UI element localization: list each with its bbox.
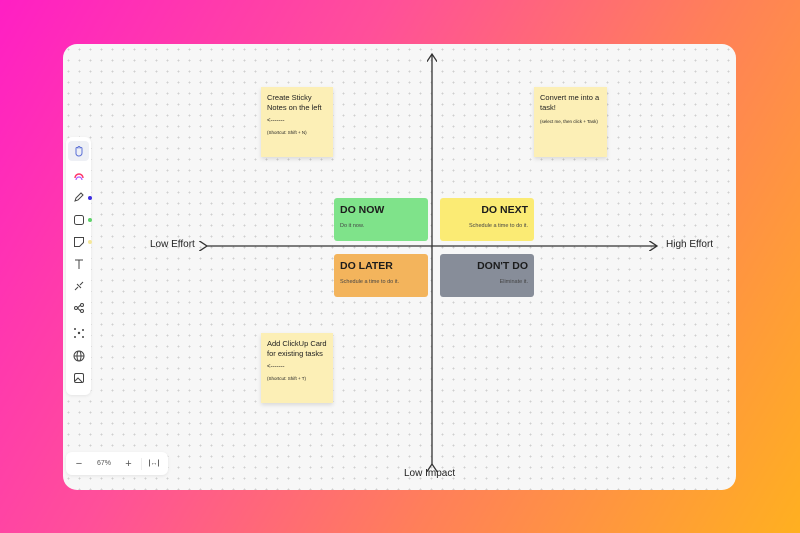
- image-icon[interactable]: [68, 368, 89, 388]
- sticky-note[interactable]: Convert me into a task! (select me, then…: [534, 87, 607, 157]
- pen-color-dot: [88, 196, 92, 200]
- connector-icon[interactable]: [68, 276, 89, 296]
- sticky-note[interactable]: Create Sticky Notes on the left <-------…: [261, 87, 333, 157]
- shape-icon[interactable]: [68, 210, 89, 230]
- more-icon[interactable]: [68, 323, 89, 343]
- quadrant-do-later[interactable]: DO LATER Schedule a time to do it.: [334, 254, 428, 297]
- hand-icon[interactable]: [68, 141, 89, 161]
- axis-label-right: High Effort: [666, 239, 714, 250]
- sticky-color-dot: [88, 240, 92, 244]
- fit-to-screen-button[interactable]: |↔|: [148, 460, 160, 467]
- quadrant-desc: Schedule a time to do it.: [468, 223, 528, 229]
- ai-icon[interactable]: [68, 165, 89, 185]
- axis-label-left: Low Effort: [150, 239, 195, 250]
- axes: [63, 44, 736, 490]
- quadrant-desc: Eliminate it.: [499, 279, 528, 285]
- quadrant-do-now[interactable]: DO NOW Do it now.: [334, 198, 428, 241]
- sticky-shortcut: (select me, then click + Task): [540, 119, 598, 124]
- shape-color-dot: [88, 218, 92, 222]
- zoom-controls: − 67% + |↔|: [66, 452, 168, 475]
- globe-icon[interactable]: [68, 346, 89, 366]
- whiteboard-canvas[interactable]: Low Effort High Effort Low Impact DO NOW…: [63, 44, 736, 490]
- mindmap-icon[interactable]: [68, 298, 89, 318]
- sticky-title: Add ClickUp Card for existing tasks: [267, 339, 327, 358]
- sticky-arrow: <-------: [267, 118, 285, 124]
- sticky-note-icon[interactable]: [68, 232, 89, 252]
- sticky-shortcut: (Shortcut: Shift + T): [267, 376, 307, 381]
- sticky-title: Convert me into a task!: [540, 93, 600, 112]
- quadrant-title: DO NEXT: [481, 204, 528, 216]
- quadrant-title: DO LATER: [340, 260, 393, 272]
- sticky-arrow: <-------: [267, 364, 285, 370]
- sticky-note[interactable]: Add ClickUp Card for existing tasks <---…: [261, 333, 333, 403]
- zoom-level: 67%: [96, 460, 111, 467]
- quadrant-title: DO NOW: [340, 204, 385, 216]
- text-icon[interactable]: [68, 254, 89, 274]
- sticky-title: Create Sticky Notes on the left: [267, 93, 322, 112]
- pen-icon[interactable]: [68, 187, 89, 207]
- sticky-shortcut: (Shortcut: Shift + N): [267, 130, 307, 135]
- quadrant-desc: Schedule a time to do it.: [340, 279, 400, 285]
- quadrant-dont-do[interactable]: DON'T DO Eliminate it.: [440, 254, 534, 297]
- zoom-in-button[interactable]: +: [116, 457, 142, 470]
- quadrant-title: DON'T DO: [477, 260, 528, 272]
- zoom-out-button[interactable]: −: [75, 457, 83, 470]
- quadrant-do-next[interactable]: DO NEXT Schedule a time to do it.: [440, 198, 534, 241]
- quadrant-desc: Do it now.: [340, 223, 365, 229]
- toolbar: [66, 137, 91, 395]
- axis-label-bottom: Low Impact: [404, 468, 456, 479]
